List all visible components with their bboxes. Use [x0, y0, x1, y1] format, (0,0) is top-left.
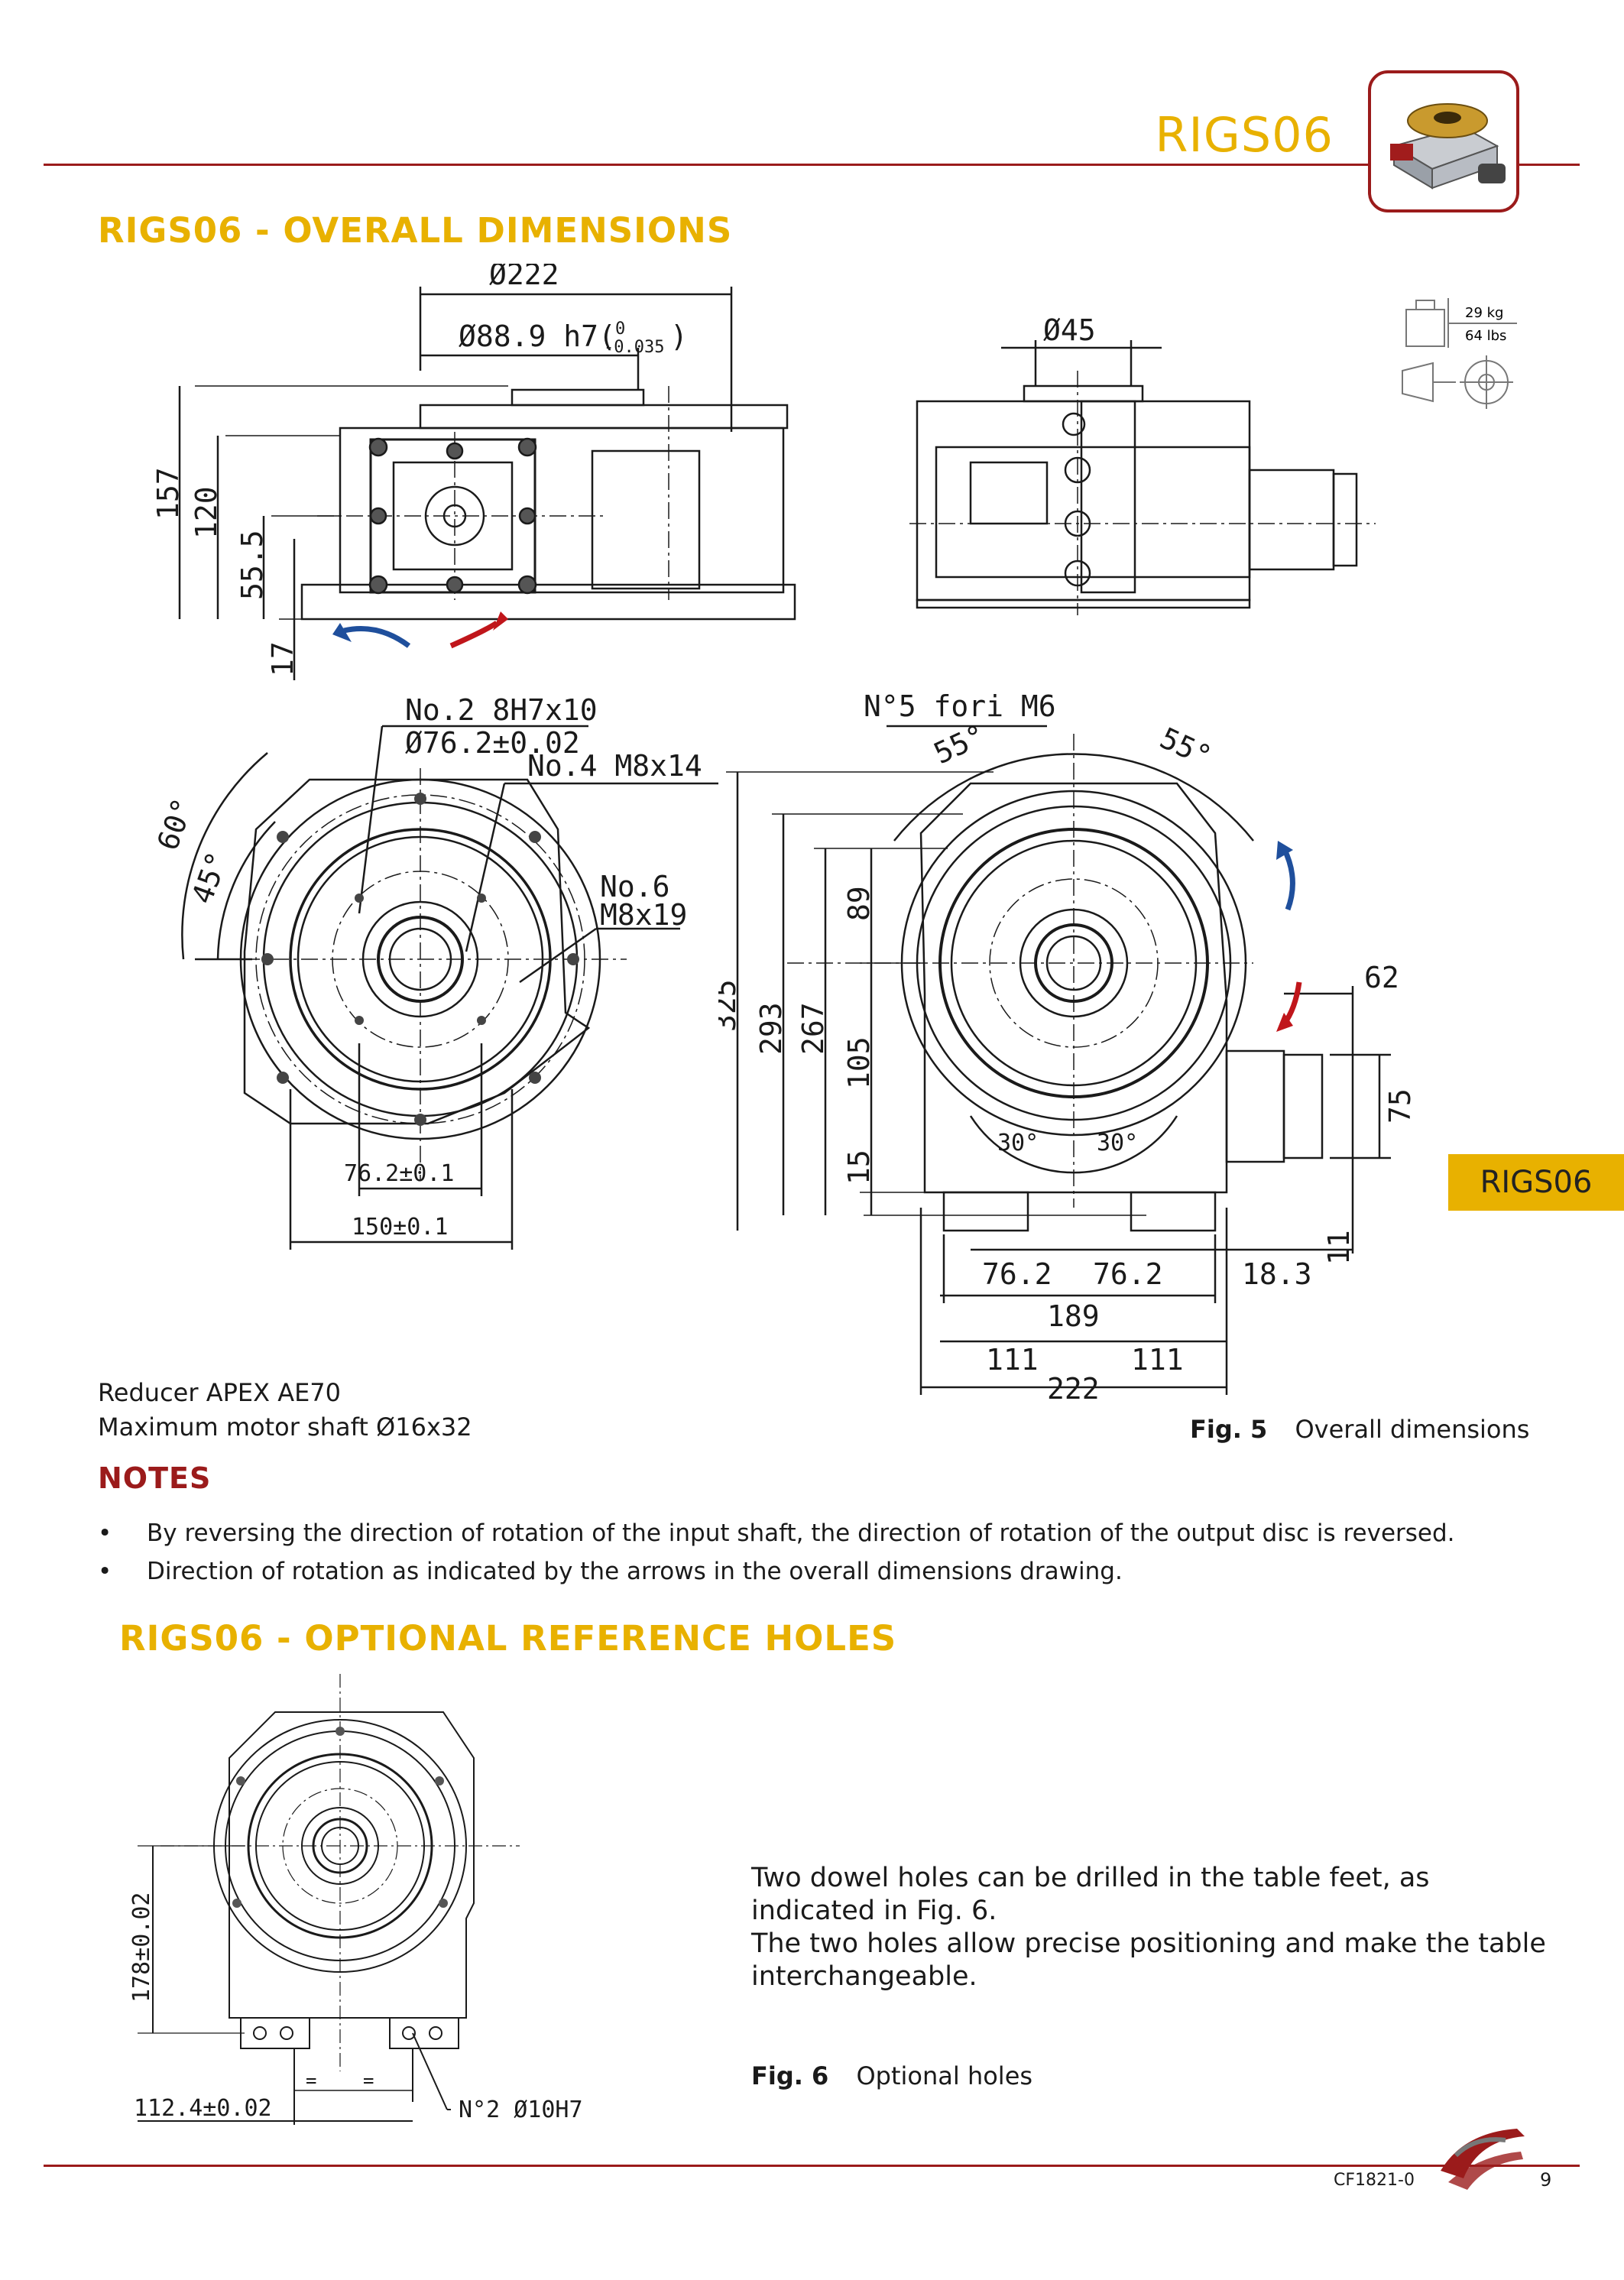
dim-h325: 325	[718, 979, 742, 1032]
dim-no2: No.2 8H7x10	[405, 693, 598, 727]
dim-no6a: No.6	[600, 870, 670, 903]
dim-a30-left: 30°	[997, 1130, 1039, 1156]
header-title: RIGS06	[1155, 107, 1334, 163]
footer-rule	[44, 2165, 1580, 2167]
dim-d762: Ø76.2±0.02	[405, 726, 580, 760]
dim-h157: 157	[151, 467, 185, 520]
dim-d889-tol-low: -0.035	[604, 338, 664, 357]
dim-no4: No.4 M8x14	[527, 749, 702, 783]
optional-holes-drawing: 178±0.02 112.4±0.02 N°2 Ø10H7 = =	[128, 1674, 583, 2125]
dim-w189: 189	[1047, 1299, 1100, 1333]
note-text-1: By reversing the direction of rotation o…	[147, 1519, 1455, 1547]
dim-w762a: 76.2	[982, 1257, 1052, 1291]
reducer-line2: Maximum motor shaft Ø16x32	[98, 1412, 472, 1442]
dim-a30-right: 30°	[1097, 1130, 1138, 1156]
dim-holes-h7: N°2 Ø10H7	[459, 2097, 583, 2123]
top-view-drawing: Ø45	[909, 313, 1376, 615]
rotary-table-thumbnail	[1368, 70, 1519, 212]
dim-h178: 178±0.02	[128, 1892, 155, 2003]
section-title-dimensions: RIGS06 - OVERALL DIMENSIONS	[98, 210, 733, 251]
bullet-icon: •	[98, 1519, 112, 1547]
fig6-text: Optional holes	[856, 2061, 1033, 2090]
dim-eq1: =	[306, 2070, 316, 2091]
side-tab: RIGS06	[1448, 1154, 1624, 1211]
dim-w222: 222	[1047, 1372, 1100, 1406]
optional-holes-description: Two dowel holes can be drilled in the ta…	[751, 1863, 1546, 1992]
dim-h75: 75	[1383, 1088, 1417, 1124]
bullet-icon: •	[98, 1558, 112, 1585]
front-view-drawing-right: N°5 fori M6 55° 55° 325 293 267 89 105 1…	[718, 689, 1417, 1406]
dim-w62: 62	[1364, 961, 1399, 994]
page-number: 9	[1540, 2169, 1552, 2191]
dim-h293: 293	[754, 1002, 788, 1055]
dim-h105: 105	[842, 1036, 876, 1089]
dim-h120: 120	[190, 486, 223, 539]
dim-h89: 89	[842, 886, 876, 921]
side-view-drawing: Ø222 Ø88.9 h7( 0 -0.035 ) 157 120 55.5 1…	[151, 264, 796, 680]
notes-title: NOTES	[98, 1461, 212, 1495]
dim-w111b: 111	[1131, 1343, 1184, 1377]
fig6-caption: Fig. 6 Optional holes	[751, 2061, 1032, 2090]
dim-w762b: 76.2	[1093, 1257, 1163, 1291]
fig5-label: Fig. 5	[1190, 1415, 1268, 1444]
fig5-caption: Fig. 5 Overall dimensions	[1190, 1415, 1529, 1444]
dim-w762: 76.2±0.1	[344, 1160, 455, 1187]
dim-h555: 55.5	[235, 530, 269, 600]
front-view-drawing: No.2 8H7x10 Ø76.2±0.02 No.4 M8x14 No.6 M…	[151, 693, 718, 1250]
dim-w111a: 111	[986, 1343, 1039, 1377]
weight-lbs: 64 lbs	[1465, 328, 1506, 344]
dim-w150: 150±0.1	[352, 1214, 448, 1241]
dim-eq2: =	[363, 2070, 374, 2091]
dim-d889: Ø88.9 h7(	[459, 319, 616, 353]
note-text-2: Direction of rotation as indicated by th…	[147, 1558, 1123, 1585]
section-title-reference-holes: RIGS06 - OPTIONAL REFERENCE HOLES	[119, 1618, 897, 1659]
fig5-text: Overall dimensions	[1295, 1415, 1530, 1444]
fig6-label: Fig. 6	[751, 2061, 829, 2090]
dim-a60: 60°	[151, 794, 200, 855]
company-logo-icon	[1433, 2110, 1532, 2197]
dim-w1124: 112.4±0.02	[134, 2095, 272, 2122]
weight-info: 29 kg 64 lbs	[1402, 298, 1517, 409]
weight-kg: 29 kg	[1465, 305, 1503, 321]
dim-d222: Ø222	[489, 264, 559, 291]
dim-d889-tol-up: 0	[615, 319, 625, 339]
dim-w183: 18.3	[1242, 1257, 1312, 1291]
dim-h17: 17	[266, 641, 300, 676]
dim-h15: 15	[842, 1150, 876, 1185]
dim-holes-m6: N°5 fori M6	[864, 689, 1056, 723]
dim-h11: 11	[1322, 1230, 1356, 1265]
dim-d45: Ø45	[1043, 313, 1096, 347]
dim-a55-right: 55°	[1155, 721, 1217, 774]
dim-no6b: M8x19	[600, 898, 687, 932]
dim-d889-close: )	[670, 319, 688, 353]
footer-code: CF1821-0	[1334, 2171, 1415, 2190]
header-rule	[44, 164, 1580, 166]
reducer-line1: Reducer APEX AE70	[98, 1378, 342, 1407]
dim-h267: 267	[796, 1002, 830, 1055]
